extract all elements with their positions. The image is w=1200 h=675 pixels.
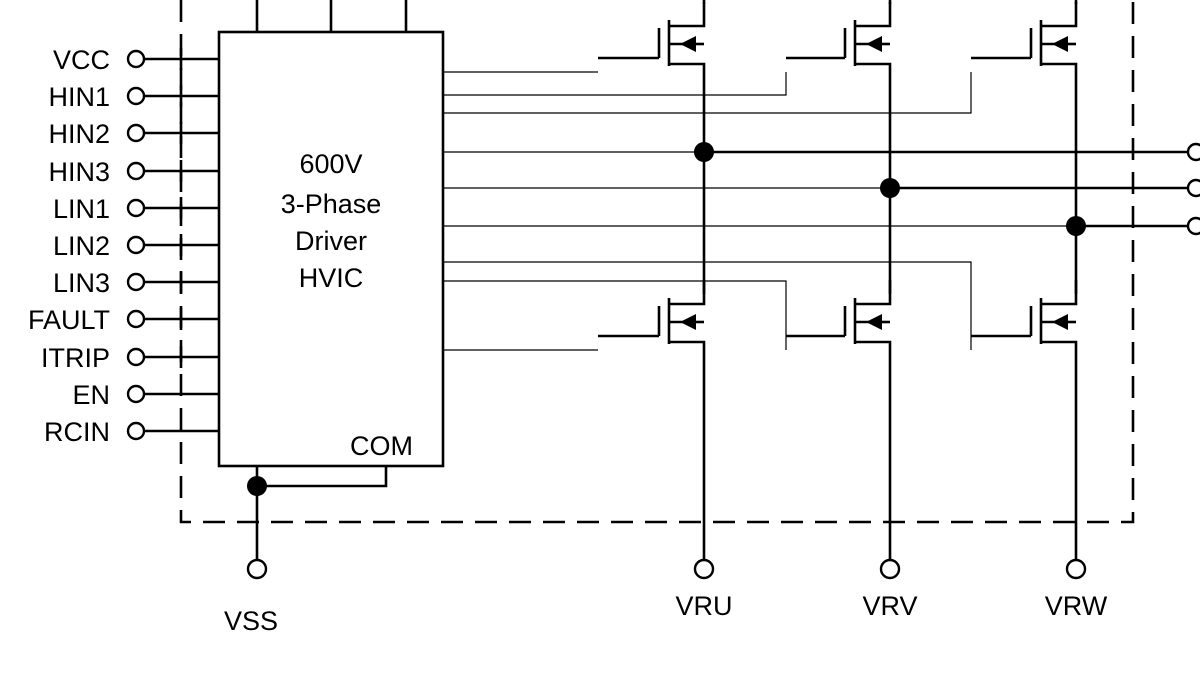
vrw-terminal (1065, 558, 1087, 580)
pin-hin1: HIN1 (48, 82, 219, 112)
pin-vcc: VCC (53, 45, 219, 75)
com-pin-label: COM (350, 431, 413, 461)
driver-ic: 600V 3-Phase Driver HVIC COM (217, 0, 445, 468)
pin-hin3: HIN3 (48, 157, 219, 187)
vrv-label: VRV (862, 591, 917, 621)
high-side-mosfet-u (598, 2, 706, 152)
pin-label: RCIN (44, 417, 110, 447)
low-side-mosfet-u (598, 280, 706, 356)
pin-en: EN (72, 380, 219, 410)
pin-hin2: HIN2 (48, 119, 219, 149)
phase-v-output-terminal (1186, 178, 1200, 198)
pin-label: HIN3 (48, 157, 110, 187)
gate-signal-lines (443, 71, 1076, 351)
pin-label: EN (72, 380, 110, 410)
pin-lin3: LIN3 (53, 268, 219, 298)
driver-title-line-1: 600V (299, 149, 362, 179)
pin-terminal (126, 198, 146, 218)
pin-lin1: LIN1 (53, 194, 219, 224)
pin-terminal (126, 272, 146, 292)
pin-label: LIN2 (53, 231, 110, 261)
pin-label: ITRIP (41, 343, 110, 373)
vss-label: VSS (224, 606, 278, 636)
com-junction-dot (247, 476, 267, 496)
pin-terminal (126, 235, 146, 255)
mosfet-bridge (598, 0, 1078, 356)
pin-label: HIN1 (48, 82, 110, 112)
vru-terminal (693, 558, 715, 580)
high-side-mosfet-w (971, 2, 1078, 224)
vrw-label: VRW (1045, 591, 1108, 621)
high-side-mosfet-v (786, 2, 892, 188)
pin-label: LIN1 (53, 194, 110, 224)
low-side-mosfet-v (786, 280, 892, 356)
pin-terminal (126, 49, 146, 69)
vss-ground: VSS (224, 466, 388, 636)
pin-lin2: LIN2 (53, 231, 219, 261)
pin-terminal (126, 309, 146, 329)
module-boundary (179, 0, 1135, 524)
low-side-mosfet-w (971, 280, 1078, 356)
pin-label: FAULT (28, 305, 110, 335)
pin-terminal (126, 161, 146, 181)
phase-u-output-terminal (1186, 142, 1200, 162)
pin-fault: FAULT (28, 305, 219, 335)
pin-label: VCC (53, 45, 110, 75)
pin-terminal (126, 421, 146, 441)
pin-terminal (126, 347, 146, 367)
pin-label: HIN2 (48, 119, 110, 149)
pin-label: LIN3 (53, 268, 110, 298)
driver-title-line-3: Driver (295, 226, 367, 256)
vss-terminal (246, 558, 268, 580)
pin-itrip: ITRIP (41, 343, 219, 373)
pin-terminal (126, 123, 146, 143)
pin-rcin: RCIN (44, 417, 219, 447)
vrv-terminal (879, 558, 901, 580)
driver-title-line-2: 3-Phase (281, 189, 382, 219)
vru-label: VRU (675, 591, 732, 621)
pin-terminal (126, 384, 146, 404)
pin-terminal (126, 86, 146, 106)
phase-output-lines (694, 142, 1200, 236)
driver-title-line-4: HVIC (299, 263, 364, 293)
phase-w-output-terminal (1186, 216, 1200, 236)
low-side-return-leads: VRU VRV VRW (675, 356, 1108, 621)
